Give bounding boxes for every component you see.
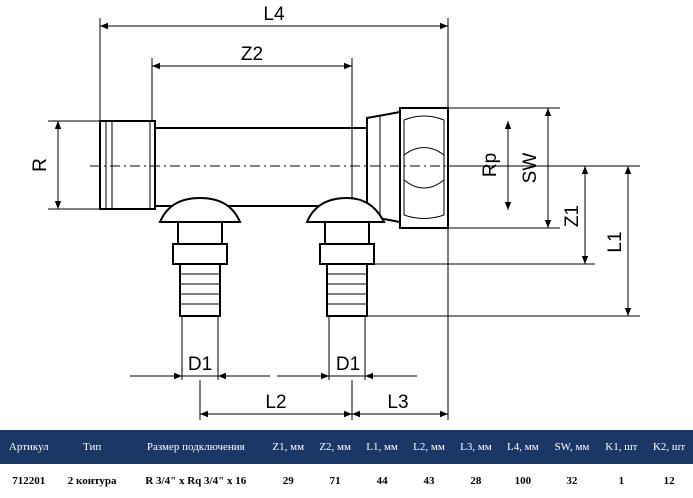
label-d1-right: D1 [336,354,360,375]
label-d1-left: D1 [188,354,212,375]
cell-article: 712201 [12,475,46,487]
cell-type: 2 контура [67,475,117,487]
cell-l4: 100 [514,475,532,487]
manifold-body [90,107,460,229]
cell-z2: 71 [329,475,341,487]
outlet-right [305,196,386,380]
cell-connection-size: R 3/4" x Rq 3/4" x 16 [145,475,247,487]
label-l3: L3 [387,392,408,413]
label-l1: L1 [605,231,626,252]
col-header-k2: K2, шт [652,441,686,453]
cell-k1: 1 [618,475,625,487]
cell-k2: 12 [663,475,675,487]
label-r: R [30,158,51,172]
col-header-k1: K1, шт [605,441,638,453]
cell-sw: 32 [566,475,578,487]
col-header-type: Тип [83,441,102,453]
spec-table-header-row: Артикул Тип Размер подключения Z1, мм Z2… [0,430,693,464]
col-header-connection-size: Размер подключения [146,441,245,453]
dimension-lines [54,22,632,418]
label-sw: SW [520,153,541,184]
col-header-article: Артикул [8,441,49,453]
label-l4: L4 [263,4,285,25]
technical-drawing: L4 Z2 R Rp SW Z1 L1 D1 D1 L2 L3 [30,4,640,420]
col-header-l3: L3, мм [460,441,492,453]
cell-l3: 28 [470,475,482,487]
col-header-z1: Z1, мм [272,441,305,453]
col-header-l4: L4, мм [507,441,539,453]
table-row: 712201 2 контура R 3/4" x Rq 3/4" x 16 2… [0,464,693,498]
label-z1: Z1 [562,205,583,227]
spec-table: Артикул Тип Размер подключения Z1, мм Z2… [0,430,693,498]
extension-lines [48,18,640,420]
col-header-sw: SW, мм [554,441,590,453]
cell-z1: 29 [282,475,294,487]
outlet-left [158,196,242,380]
label-rp: Rp [480,153,501,177]
label-l2: L2 [265,392,286,413]
col-header-l1: L1, мм [366,441,398,453]
col-header-z2: Z2, мм [319,441,351,453]
label-z2: Z2 [241,44,263,65]
cell-l1: 44 [376,475,388,487]
cell-l2: 43 [423,475,435,487]
col-header-l2: L2, мм [413,441,445,453]
